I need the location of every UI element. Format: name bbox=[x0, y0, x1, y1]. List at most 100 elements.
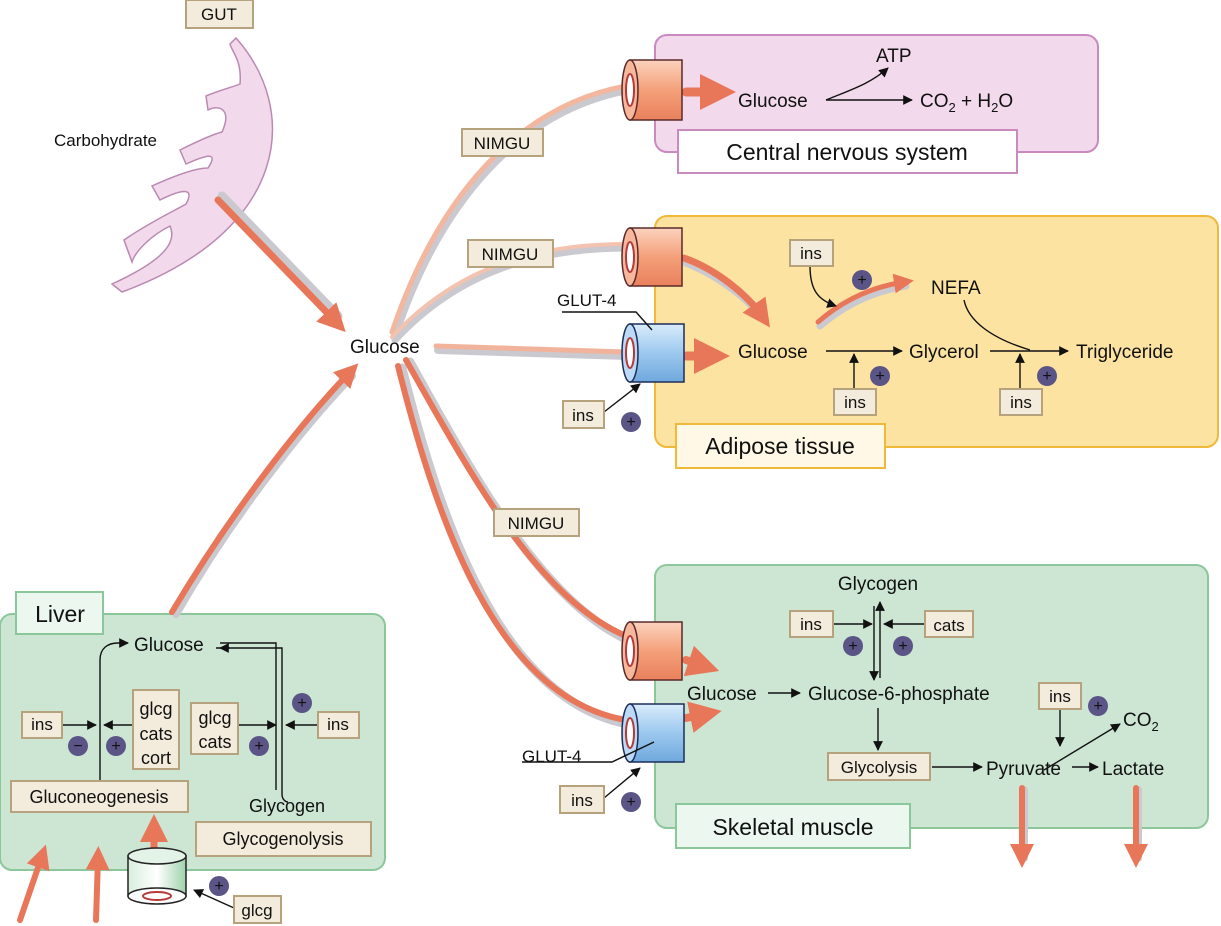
muscle-cats-label: cats bbox=[933, 616, 964, 635]
adipose-glut4-label: GLUT-4 bbox=[557, 291, 617, 310]
adipose-title-box bbox=[675, 423, 886, 469]
cns-glucose-label: Glucose bbox=[738, 91, 808, 112]
svg-text:+: + bbox=[1093, 698, 1102, 715]
plus-icon: + bbox=[621, 792, 641, 812]
liver-hormone-glcg: glcg bbox=[139, 699, 172, 719]
minus-icon: − bbox=[68, 736, 88, 756]
svg-text:+: + bbox=[111, 738, 120, 755]
liver-gluconeogenesis-box bbox=[10, 780, 189, 813]
liver-glcg-bottom-box bbox=[233, 895, 282, 924]
nimgu-adipose-box bbox=[467, 239, 554, 268]
muscle-ins-entry-label: ins bbox=[571, 791, 593, 810]
muscle-nimgu-channel bbox=[621, 621, 683, 681]
liver-glycogen-label: Glycogen bbox=[249, 796, 325, 816]
svg-text:+: + bbox=[857, 272, 866, 289]
liver-hormones-right-box bbox=[190, 702, 239, 755]
liver-ins-left-box bbox=[21, 711, 63, 739]
muscle-lactate-label: Lactate bbox=[1102, 759, 1164, 780]
svg-text:+: + bbox=[626, 414, 635, 431]
cns-atp-label: ATP bbox=[876, 46, 912, 67]
plus-icon: + bbox=[852, 270, 872, 290]
sign-circles: + + + + + + + + − + + + + bbox=[68, 270, 1108, 896]
plus-icon: + bbox=[249, 736, 269, 756]
nimgu-cns-box bbox=[461, 128, 544, 157]
adipose-glucose-label: Glucose bbox=[738, 342, 808, 363]
svg-text:+: + bbox=[297, 695, 306, 712]
muscle-pyruvate-label: Pyruvate bbox=[986, 759, 1061, 780]
adipose-ins-trig-label: ins bbox=[1010, 393, 1032, 412]
plus-icon: + bbox=[209, 876, 229, 896]
label-boxes bbox=[10, 0, 1082, 924]
adipose-ins-nefa-box bbox=[789, 239, 834, 267]
gut-label-box bbox=[185, 0, 254, 29]
muscle-cats-box bbox=[924, 610, 974, 638]
liver-channel bbox=[127, 847, 187, 905]
svg-text:+: + bbox=[214, 878, 223, 895]
liver-hormones-left-box bbox=[132, 689, 180, 770]
muscle-ins-co2-label: ins bbox=[1049, 687, 1071, 706]
adipose-region bbox=[654, 215, 1219, 448]
adipose-title: Adipose tissue bbox=[705, 433, 855, 459]
muscle-ins-glycogen-label: ins bbox=[800, 615, 822, 634]
svg-text:+: + bbox=[1042, 368, 1051, 385]
adipose-nefa-label: NEFA bbox=[931, 278, 981, 299]
muscle-title: Skeletal muscle bbox=[712, 814, 873, 840]
liver-ins-right-box bbox=[317, 711, 360, 739]
muscle-g6p-label: Glucose-6-phosphate bbox=[808, 684, 990, 705]
svg-text:+: + bbox=[626, 794, 635, 811]
adipose-nimgu-channel bbox=[621, 227, 683, 287]
liver-title: Liver bbox=[35, 601, 85, 627]
liver-gluconeogenesis-label: Gluconeogenesis bbox=[29, 787, 168, 807]
plus-icon: + bbox=[621, 412, 641, 432]
liver-hormone-cats: cats bbox=[139, 724, 172, 744]
svg-text:+: + bbox=[898, 638, 907, 655]
liver-hormone-cats-right: cats bbox=[198, 732, 231, 752]
liver-glycogenolysis-label: Glycogenolysis bbox=[222, 829, 343, 849]
adipose-ins-entry-box bbox=[562, 400, 605, 429]
svg-text:+: + bbox=[254, 738, 263, 755]
adipose-ins-glycerol-box bbox=[833, 388, 877, 416]
adipose-glycerol-label: Glycerol bbox=[909, 342, 979, 363]
muscle-glucose-label: Glucose bbox=[687, 684, 757, 705]
plus-icon: + bbox=[1088, 696, 1108, 716]
adipose-glut4-channel bbox=[621, 323, 685, 383]
gut-label: GUT bbox=[201, 5, 237, 24]
plus-icon: + bbox=[870, 366, 890, 386]
nimgu-muscle-box bbox=[493, 508, 580, 537]
plus-icon: + bbox=[106, 736, 126, 756]
carbohydrate-label: Carbohydrate bbox=[54, 131, 157, 150]
muscle-glut4-label: GLUT-4 bbox=[522, 747, 582, 766]
muscle-glycolysis-label: Glycolysis bbox=[841, 758, 918, 777]
adipose-triglyceride-label: Triglyceride bbox=[1076, 342, 1174, 363]
plus-icon: + bbox=[292, 693, 312, 713]
nimgu-adipose-label: NIMGU bbox=[482, 245, 539, 264]
cns-title-box bbox=[677, 129, 1018, 174]
liver-hormone-cort: cort bbox=[141, 748, 171, 768]
liver-glucose-label: Glucose bbox=[134, 635, 204, 656]
muscle-glut4-channel bbox=[621, 703, 685, 763]
pathway-arrows bbox=[62, 67, 1121, 909]
plus-icon: + bbox=[893, 636, 913, 656]
nimgu-cns-label: NIMGU bbox=[474, 134, 531, 153]
cns-title: Central nervous system bbox=[726, 139, 968, 165]
adipose-ins-glycerol-label: ins bbox=[844, 393, 866, 412]
cns-channel bbox=[621, 59, 683, 121]
liver-glycogenolysis-box bbox=[195, 821, 372, 857]
liver-title-box bbox=[15, 591, 104, 635]
adipose-ins-entry-label: ins bbox=[572, 406, 594, 425]
liver-ins-right-label: ins bbox=[327, 715, 349, 734]
adipose-ins-nefa-label: ins bbox=[800, 244, 822, 263]
plus-icon: + bbox=[843, 636, 863, 656]
muscle-ins-entry-box bbox=[559, 785, 605, 814]
central-glucose-label: Glucose bbox=[350, 337, 420, 358]
flow-arrows bbox=[17, 74, 1148, 923]
liver-ins-left-label: ins bbox=[31, 715, 53, 734]
muscle-title-box bbox=[675, 803, 911, 849]
svg-text:+: + bbox=[875, 368, 884, 385]
muscle-glycogen-label: Glycogen bbox=[838, 574, 918, 595]
svg-text:−: − bbox=[73, 738, 82, 755]
svg-text:+: + bbox=[848, 638, 857, 655]
muscle-ins-co2-box bbox=[1038, 682, 1082, 710]
muscle-ins-glycogen-box bbox=[789, 610, 834, 638]
